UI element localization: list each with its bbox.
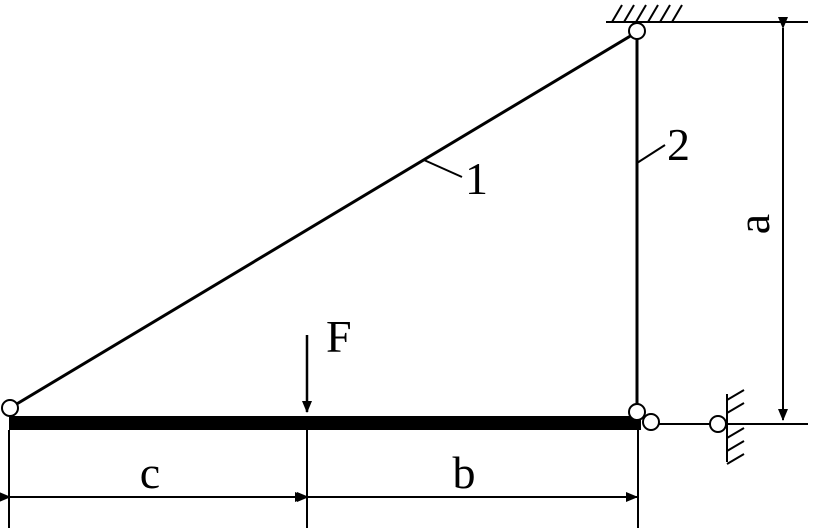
- dimension-a-label: a: [728, 214, 779, 234]
- right-support: [650, 389, 808, 465]
- ground-hatch-marks: [726, 389, 745, 465]
- pin-joint-icon: [709, 415, 727, 433]
- ground-hatch-marks: [611, 4, 683, 23]
- rod-2-label: 2: [667, 119, 690, 170]
- dimension-c-label: c: [140, 447, 160, 498]
- rod-1-label: 1: [465, 153, 488, 204]
- rod-1: [9, 30, 638, 410]
- dimension-b-label: b: [453, 447, 476, 498]
- pin-joint-icon: [642, 413, 660, 431]
- rod-2-leader: [636, 144, 666, 164]
- force-label: F: [326, 311, 352, 362]
- top-ground-support: [606, 4, 808, 23]
- pin-joint-icon: [1, 399, 19, 417]
- pin-joint-icon: [628, 403, 646, 421]
- rod-1-leader: [423, 159, 463, 178]
- pin-joint-icon: [628, 22, 646, 40]
- dimension-extension-lines: [8, 430, 639, 528]
- pin-joints: [1, 22, 727, 433]
- rigid-beam: [9, 416, 641, 430]
